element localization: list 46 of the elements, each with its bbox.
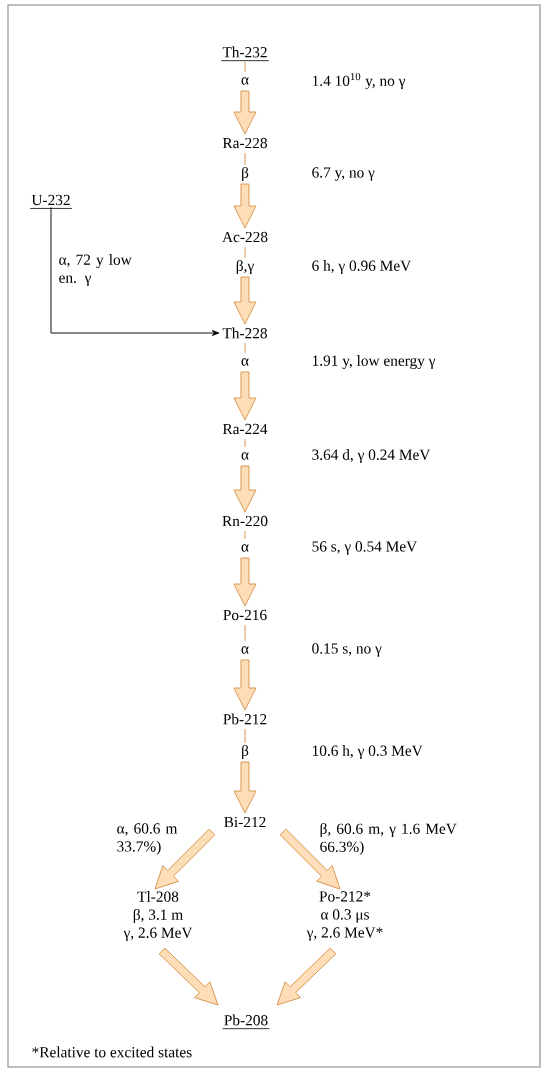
footnote: *Relative to excited states — [32, 1046, 192, 1058]
edge-label: α — [241, 77, 249, 85]
edge-label: α, 72 y low en. γ — [59, 254, 132, 286]
edge-label: β — [242, 167, 249, 182]
half-life-text: 6.7 y, no γ — [312, 167, 375, 181]
block-arrow — [233, 276, 257, 325]
block-arrow — [158, 947, 219, 1006]
edge-label: β — [242, 745, 249, 760]
half-life-text: 56 s, γ 0.54 MeV — [312, 541, 417, 555]
block-arrow — [276, 947, 337, 1006]
block-arrow — [233, 557, 257, 607]
nuclide-label: Pb-208 — [222, 1014, 270, 1030]
nuclide-label: Tl-208 β, 3.1 m γ, 2.6 MeV — [123, 891, 193, 941]
half-life-text: 10.6 h, γ 0.3 MeV — [312, 745, 423, 759]
block-arrow — [233, 183, 257, 229]
half-life-text: 0.15 s, no γ — [312, 643, 382, 657]
nuclide-label: Bi-212 — [224, 816, 266, 828]
edge-label: β,γ — [236, 260, 254, 275]
block-arrow — [233, 465, 257, 513]
nuclide-label: Pb-212 — [223, 713, 267, 725]
block-arrow — [233, 90, 257, 135]
half-life-text: 1.4 10$^{10}$ y, no γ — [312, 72, 406, 90]
block-arrow — [233, 371, 257, 421]
edge-label: α — [241, 452, 249, 460]
nuclide-label: Ra-224 — [222, 423, 268, 435]
edge-label: α, 60.6 m 33.7%) — [117, 823, 178, 855]
edge-label: α — [241, 358, 249, 366]
half-life-text: 3.64 d, γ 0.24 MeV — [312, 449, 431, 463]
edge-label: α — [241, 646, 249, 654]
half-life-text: 6 h, γ 0.96 MeV — [312, 260, 412, 274]
nuclide-label: Th-232 — [220, 46, 270, 62]
arrow — [50, 206, 220, 336]
nuclide-label: U-232 — [29, 194, 73, 209]
edge-label: α — [241, 544, 249, 552]
nuclide-label: Rn-220 — [222, 515, 268, 527]
block-arrow — [233, 659, 257, 711]
nuclide-label: Ac-228 — [222, 231, 268, 243]
block-arrow — [279, 828, 341, 890]
edge-label: β, 60.6 m, γ 1.6 MeV 66.3%) — [320, 823, 457, 856]
block-arrow — [233, 761, 257, 814]
block-arrow — [154, 828, 216, 890]
nuclide-label: Th-228 — [222, 327, 267, 339]
nuclide-label: Ra-228 — [222, 137, 267, 149]
half-life-text: 1.91 y, low energy γ — [312, 355, 436, 369]
nuclide-label: Po-216 — [223, 609, 267, 621]
nuclide-label: Po-212* α 0.3 μs γ, 2.6 MeV* — [306, 891, 383, 941]
